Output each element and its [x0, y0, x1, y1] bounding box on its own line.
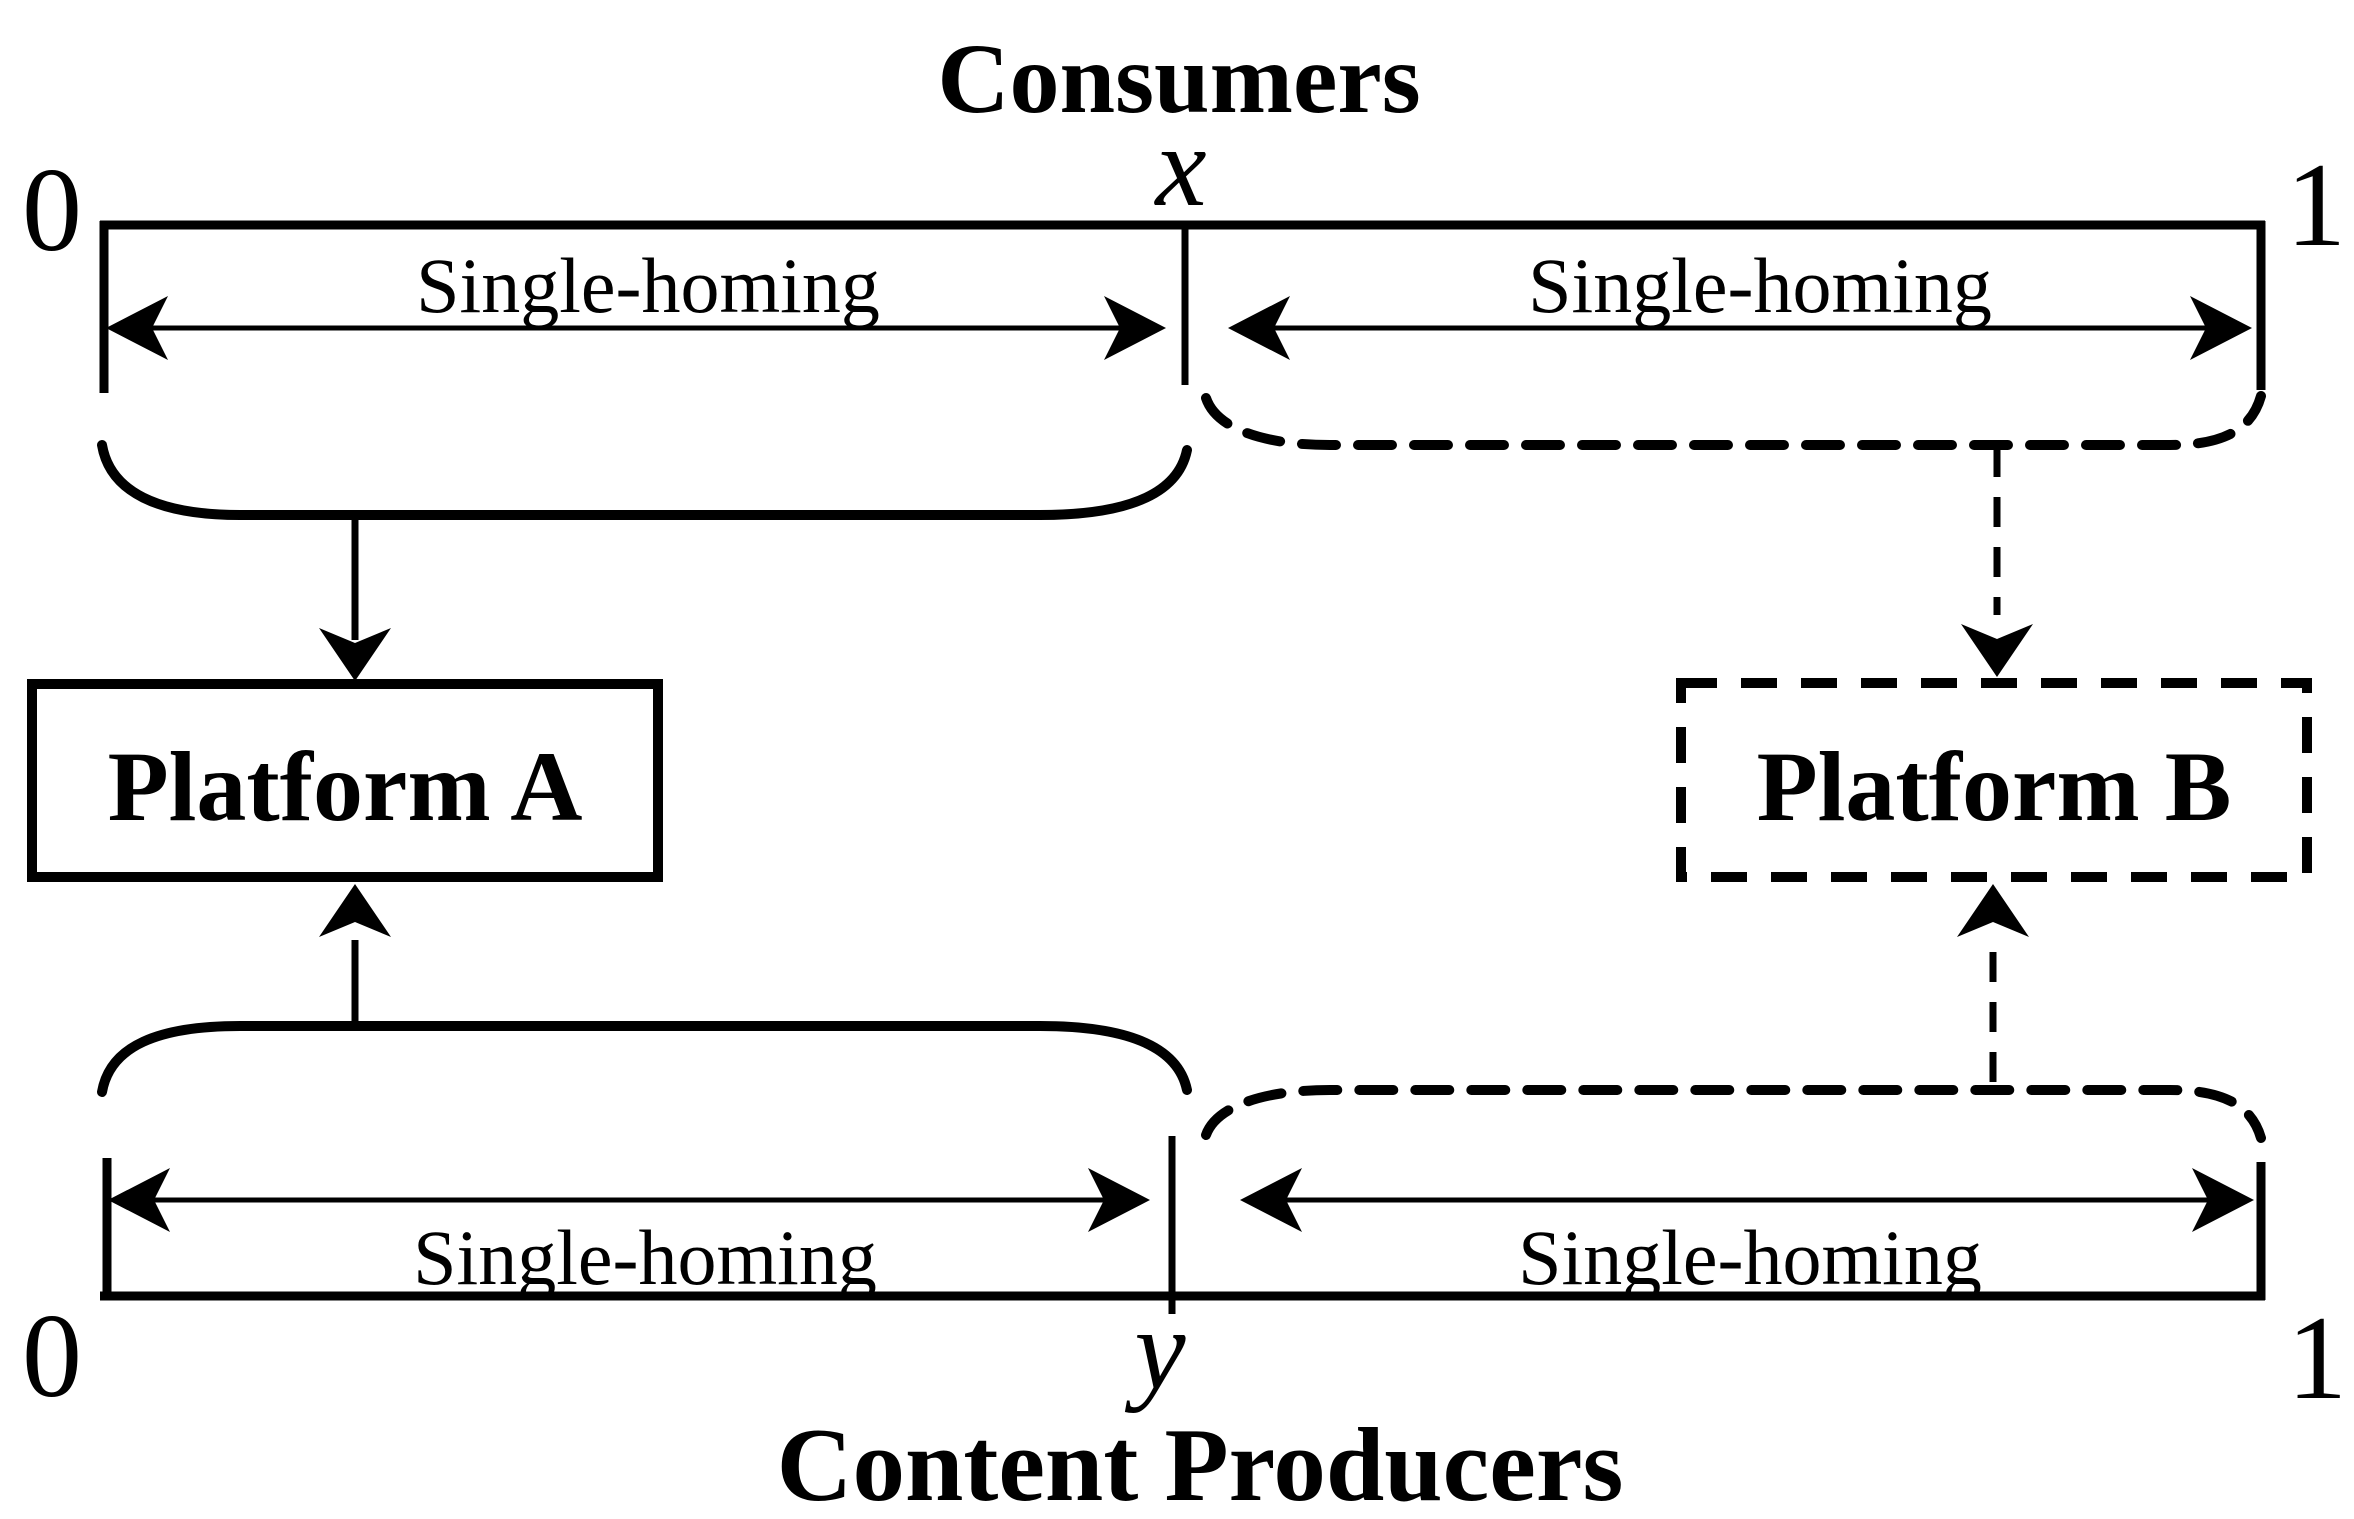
producers-to-platform-a-arrow	[319, 884, 391, 1026]
producers-right-endpoint-1: 1	[2287, 1291, 2347, 1424]
consumers-right-endpoint-1: 1	[2286, 138, 2346, 271]
arrowhead-right-icon	[2192, 1168, 2254, 1232]
producer-division-label-y: y	[1124, 1286, 1186, 1413]
arrowhead-up-icon	[1957, 884, 2029, 937]
arrowhead-left-icon	[108, 1168, 170, 1232]
consumers-title: Consumers	[937, 23, 1420, 134]
arrowhead-left-icon	[106, 296, 168, 360]
arrowhead-left-icon	[1228, 296, 1290, 360]
arrowhead-right-icon	[1088, 1168, 1150, 1232]
consumers-left-segment-arrow	[106, 296, 1166, 360]
producers-a-brace	[97, 1021, 1192, 1097]
consumers-to-platform-b-arrow	[1961, 447, 2033, 677]
platform-b-label: Platform B	[1757, 731, 2232, 842]
producers-left-segment-arrow	[108, 1168, 1150, 1232]
consumers-left-endpoint-0: 0	[22, 143, 82, 276]
producers-to-platform-b-arrow	[1957, 884, 2029, 1088]
platform-a-label: Platform A	[108, 731, 583, 842]
producers-left-segment-label: Single-homing	[413, 1214, 877, 1301]
consumers-b-brace	[1201, 391, 2266, 450]
producers-right-segment-arrow	[1240, 1168, 2254, 1232]
producers-right-segment-label: Single-homing	[1518, 1214, 1982, 1301]
consumers-left-segment-label: Single-homing	[416, 242, 880, 329]
platform-a-box: Platform A	[27, 679, 663, 882]
producers-left-endpoint-0: 0	[22, 1289, 82, 1422]
arrowhead-left-icon	[1240, 1168, 1302, 1232]
consumers-right-segment-label: Single-homing	[1528, 242, 1992, 329]
arrowhead-down-icon	[319, 628, 391, 681]
platform-a-border	[27, 679, 663, 882]
arrowhead-right-icon	[2190, 296, 2252, 360]
consumers-right-segment-arrow	[1228, 296, 2252, 360]
platform-b-box: Platform B	[1676, 678, 2312, 882]
platform-b-border	[1676, 678, 2312, 882]
producers-b-brace	[1201, 1085, 2266, 1143]
arrowhead-right-icon	[1104, 296, 1166, 360]
arrowhead-up-icon	[319, 884, 391, 937]
consumers-section: Consumers x 0 1 Single-homing Single-hom…	[22, 23, 2346, 681]
consumers-a-brace	[97, 440, 1192, 520]
content-producers-title: Content Producers	[777, 1406, 1624, 1519]
consumer-division-label-x: x	[1153, 103, 1206, 230]
arrowhead-down-icon	[1961, 624, 2033, 677]
consumers-to-platform-a-arrow	[319, 515, 391, 681]
producers-section: Single-homing Single-homing 0 1 y Conten…	[22, 884, 2347, 1519]
